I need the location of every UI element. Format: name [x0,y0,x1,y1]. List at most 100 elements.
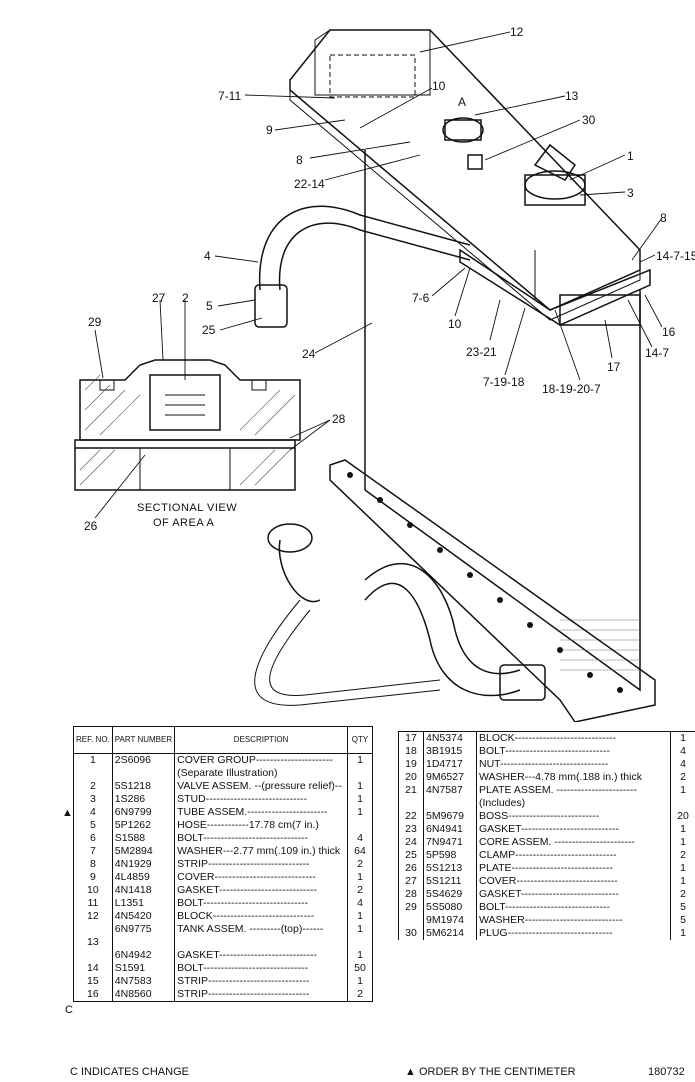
header-part-number: PART NUMBER [111,726,176,754]
description-cell: STRIP----------------------------- [177,975,310,988]
description-cell: WASHER---2.77 mm(.109 in.) thick [177,845,341,858]
part-number-cell: 3B1915 [423,745,477,758]
description-cell: VALVE ASSEM. --(pressure relief)-- [177,780,342,793]
part-number-cell: 9M1974 [423,914,477,927]
description-cell: PLATE----------------------------- [479,862,613,875]
qty-cell: 1 [347,806,373,819]
callout-22-14: 22-14 [294,177,325,191]
sectional-view-area-a [74,359,301,491]
description-cell: BOSS-------------------------- [479,810,600,823]
description-cell: BOLT------------------------------ [177,962,309,975]
part-number-cell: 4N8560 [112,988,176,1002]
qty-cell: 1 [670,731,695,745]
part-number-cell: 5S1213 [423,862,477,875]
header-qty: QTY [347,726,373,754]
ref-cell: 8 [73,858,113,871]
description-cell: STRIP----------------------------- [177,988,310,1001]
callout-4: 4 [204,249,211,263]
ref-cell: 3 [73,793,113,806]
ref-cell: 14 [73,962,113,975]
callout-8b: 8 [660,211,667,225]
ref-cell: 1 [73,753,113,767]
part-number-cell: S1591 [112,962,176,975]
qty-cell: 2 [347,858,373,871]
callout-7-19-18: 7-19-18 [483,375,525,389]
description-cell: GASKET---------------------------- [177,884,318,897]
callout-27: 27 [152,291,166,305]
description-cell: PLATE ASSEM. ----------------------- [479,784,637,797]
description-cell: COVER GROUP---------------------- [177,754,333,767]
part-number-cell: 2S6096 [112,753,176,767]
description-cell: COVER----------------------------- [479,875,618,888]
qty-cell: 5 [670,901,695,914]
description-cell: BLOCK----------------------------- [479,732,616,745]
part-number-cell [112,767,176,780]
callout-28: 28 [332,412,346,426]
ref-cell: 27 [398,875,424,888]
part-number-cell: 5S1218 [112,780,176,793]
qty-cell: 20 [670,810,695,823]
cover-group [524,143,586,206]
part-number-cell: 4N5420 [112,910,176,923]
ref-cell: 22 [398,810,424,823]
ref-cell [398,914,424,927]
description-cell: HOSE------------17.78 cm(7 in.) [177,819,319,832]
part-number-cell: 1S286 [112,793,176,806]
qty-cell: 64 [347,845,373,858]
description-cell: BOLT------------------------------ [479,901,610,914]
bottom-plate-assembly [329,459,656,722]
part-number-cell: 9M6527 [423,771,477,784]
part-number-cell: 5P598 [423,849,477,862]
part-number-cell: 4N7583 [112,975,176,988]
part-number-cell: 6N4942 [112,949,176,962]
callout-26: 26 [84,519,98,533]
part-number-cell: 4N1929 [112,858,176,871]
radiator-exploded-drawing: 12 7-11 10 A 13 9 30 8 1 22-14 3 8 14-7-… [74,25,695,722]
description-cell: TANK ASSEM. ---------(top)------ [177,923,324,936]
description-cell: WASHER---4.78 mm(.188 in.) thick [479,771,642,784]
upper-tube [258,205,471,291]
description-cell: (Separate Illustration) [177,767,278,780]
part-number-cell: 4L4859 [112,871,176,884]
qty-cell: 4 [670,758,695,771]
description-cell: CORE ASSEM. ----------------------- [479,836,635,849]
description-cell: STRIP----------------------------- [177,858,310,871]
ref-cell [73,767,113,780]
part-number-cell: 6N9799 [112,806,176,819]
qty-cell: 1 [670,862,695,875]
callout-7-11: 7-11 [218,89,241,103]
description-cell: BOLT------------------------------ [479,745,610,758]
callout-5: 5 [206,299,213,313]
ref-cell: 18 [398,745,424,758]
ref-cell [73,923,113,936]
callout-9: 9 [266,123,273,137]
callout-16: 16 [662,325,676,339]
part-number-cell: 5M9679 [423,810,477,823]
description-cell: GASKET---------------------------- [177,949,318,962]
qty-cell: 1 [347,753,373,767]
part-number-cell: 6N9775 [112,923,176,936]
description-cell: BOLT------------------------------ [177,832,309,845]
qty-cell: 1 [347,793,373,806]
upper-strip [459,248,651,326]
part-number-cell: L1351 [112,897,176,910]
callout-29: 29 [88,315,102,329]
ref-cell: 15 [73,975,113,988]
ref-cell: 2 [73,780,113,793]
callout-23-21: 23-21 [466,345,497,359]
